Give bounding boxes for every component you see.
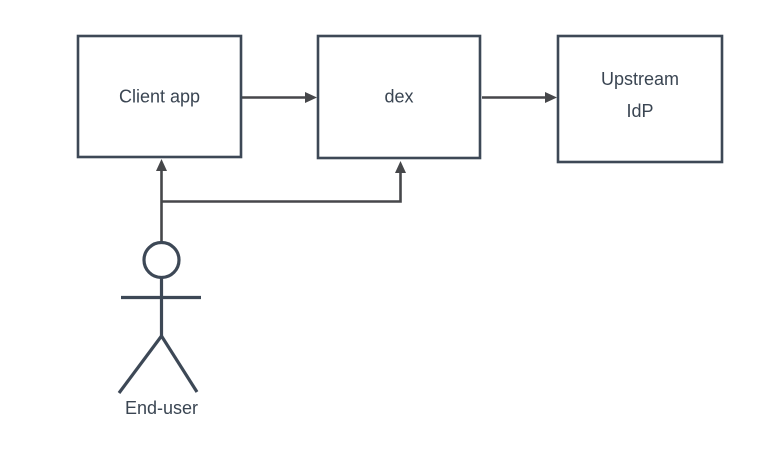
node-client-app-box — [76, 34, 243, 159]
edge-end-user-to-dex[interactable] — [161, 161, 407, 203]
node-upstream-idp-label-line-1: Upstream — [601, 69, 679, 89]
node-upstream-idp-box — [556, 34, 724, 164]
actor-end-user[interactable]: End-user — [117, 240, 201, 418]
edge-dex-to-upstream-idp-arrowhead — [545, 92, 557, 103]
edge-client-app-to-dex-arrowhead — [305, 92, 317, 103]
node-dex-box — [316, 34, 482, 160]
actor-end-user-head-icon — [142, 240, 181, 280]
edge-end-user-to-client-app-arrowhead — [156, 159, 167, 171]
edge-end-user-to-dex-line — [161, 173, 402, 203]
edge-end-user-to-dex-arrowhead — [395, 161, 406, 173]
node-dex-label: dex — [384, 86, 413, 106]
node-client-app[interactable]: Client app — [76, 34, 243, 159]
actor-end-user-leg-right — [160, 335, 199, 393]
actor-end-user-leg-left — [117, 335, 163, 394]
edge-client-app-to-dex[interactable] — [242, 92, 317, 103]
node-upstream-idp-label-line-2: IdP — [626, 101, 653, 121]
edge-end-user-to-client-app[interactable] — [156, 159, 167, 243]
node-upstream-idp[interactable]: Upstream IdP — [556, 34, 724, 164]
actor-end-user-label: End-user — [125, 398, 198, 418]
node-dex[interactable]: dex — [316, 34, 482, 160]
edge-dex-to-upstream-idp[interactable] — [482, 92, 557, 103]
node-client-app-label: Client app — [119, 86, 200, 106]
